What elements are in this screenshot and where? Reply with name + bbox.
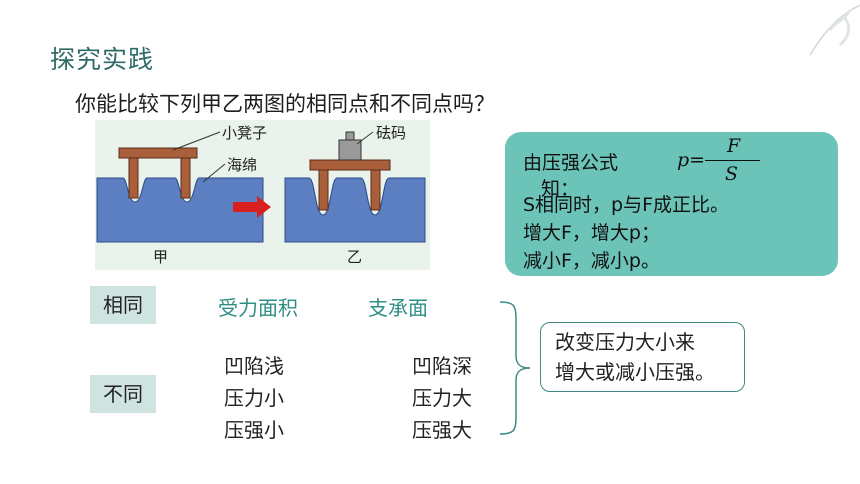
same-item-surface: 支承面	[368, 296, 428, 320]
question-text: 你能比较下列甲乙两图的相同点和不同点吗？	[75, 92, 495, 116]
right-item: 压力大	[412, 386, 472, 410]
left-item: 凹陷浅	[224, 354, 284, 378]
formula-p: p=	[677, 149, 706, 171]
info-line-4: 减小F，减小p。	[523, 250, 660, 272]
label-jia: 甲	[153, 248, 168, 266]
same-tag: 相同	[90, 286, 156, 324]
leaf-decoration-icon	[809, 4, 860, 56]
label-weight: 砝码	[376, 124, 406, 142]
left-item: 压力小	[224, 386, 284, 410]
conclusion-box: 改变压力大小来 增大或减小压强。	[540, 322, 745, 392]
same-item-area: 受力面积	[218, 296, 298, 320]
stool-jia	[118, 147, 198, 199]
different-right-column: 凹陷深 压力大 压强大	[412, 350, 472, 446]
weight-icon	[338, 131, 362, 161]
experiment-illustration: 小凳子 海绵 砝码 甲 乙	[95, 120, 430, 270]
fraction-bar	[705, 160, 760, 161]
right-brace-icon	[499, 301, 531, 435]
sponge-yi	[284, 177, 426, 243]
label-yi: 乙	[347, 248, 362, 266]
right-item: 凹陷深	[412, 354, 472, 378]
formula-info-box: 由压强公式 p= F S 知： S相同时，p与F成正比。 增大F，增大p； 减小…	[505, 132, 838, 276]
formula-numerator: F	[727, 135, 741, 157]
info-line-1b: 知：	[541, 178, 580, 200]
different-tag: 不同	[90, 375, 156, 413]
info-line-3: 增大F，增大p；	[523, 222, 660, 244]
conclusion-line-2: 增大或减小压强。	[555, 360, 715, 384]
info-line-2: S相同时，p与F成正比。	[523, 194, 730, 216]
left-item: 压强小	[224, 418, 284, 442]
different-left-column: 凹陷浅 压力小 压强小	[224, 350, 284, 446]
label-stool: 小凳子	[222, 124, 267, 142]
pressure-formula: p= F S	[675, 135, 765, 187]
formula-denominator: S	[725, 163, 739, 185]
page-title: 探究实践	[50, 45, 155, 74]
right-arrow-icon	[233, 196, 271, 218]
info-line-1: 由压强公式	[523, 152, 619, 174]
right-item: 压强大	[412, 418, 472, 442]
label-sponge: 海绵	[227, 156, 257, 174]
conclusion-line-1: 改变压力大小来	[555, 330, 695, 354]
